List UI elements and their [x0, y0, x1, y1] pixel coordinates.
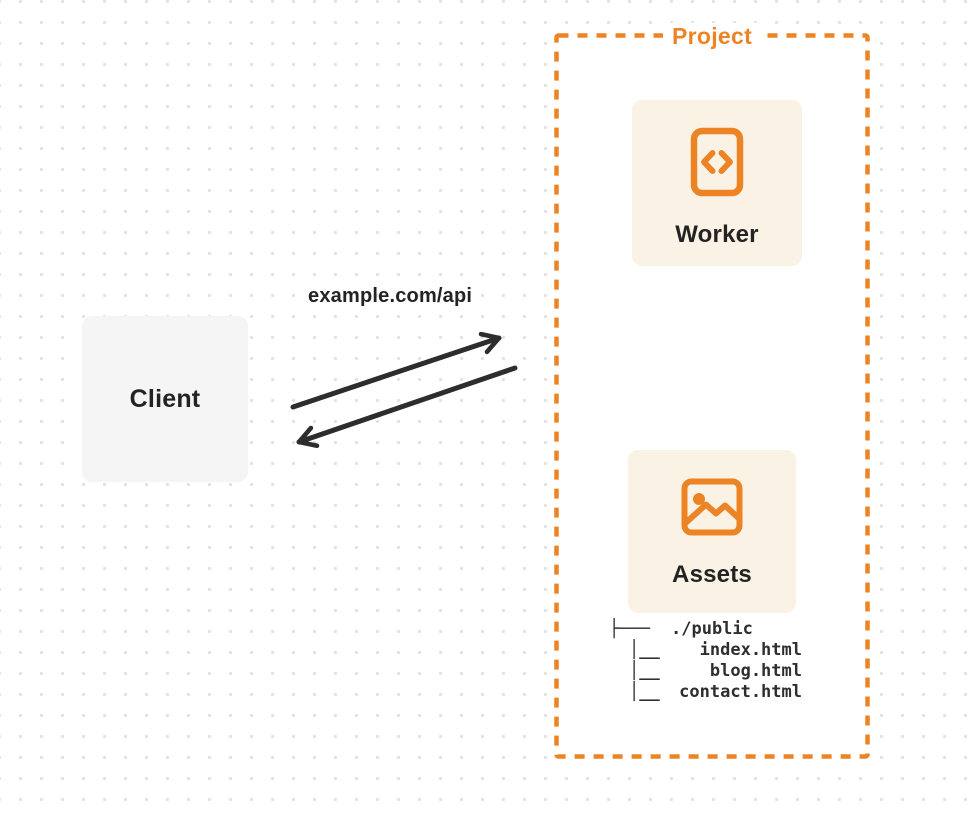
- tree-branch-icon: ├───: [609, 619, 650, 639]
- file-tree-row: │__ contact.html: [609, 682, 802, 703]
- file-tree-row: ├─── ./public: [609, 619, 802, 640]
- worker-label: Worker: [675, 221, 759, 248]
- client-node: Client: [82, 316, 248, 482]
- client-label: Client: [129, 384, 201, 413]
- request-url-label: example.com/api: [308, 285, 473, 307]
- image-icon: [681, 478, 743, 536]
- file-name: index.html: [699, 640, 802, 660]
- worker-node: Worker: [632, 100, 802, 266]
- code-document-icon: [690, 127, 744, 197]
- file-name: blog.html: [709, 661, 802, 681]
- response-arrow: [296, 365, 518, 449]
- tree-branch-icon: │__: [629, 640, 660, 660]
- project-title: Project: [662, 23, 762, 50]
- tree-branch-icon: │__: [629, 682, 660, 702]
- assets-file-tree: ├─── ./public │__ index.html │__ blog.ht…: [609, 619, 802, 703]
- assets-node: Assets: [628, 450, 796, 613]
- assets-label: Assets: [672, 561, 752, 588]
- file-tree-row: │__ blog.html: [609, 661, 802, 682]
- project-container: Project Worker Assets ├─── ./public: [554, 23, 870, 759]
- request-arrow: [290, 331, 502, 410]
- folder-name: ./public: [671, 619, 753, 639]
- tree-branch-icon: │__: [629, 661, 660, 681]
- file-tree-row: │__ index.html: [609, 640, 802, 661]
- file-name: contact.html: [679, 682, 802, 702]
